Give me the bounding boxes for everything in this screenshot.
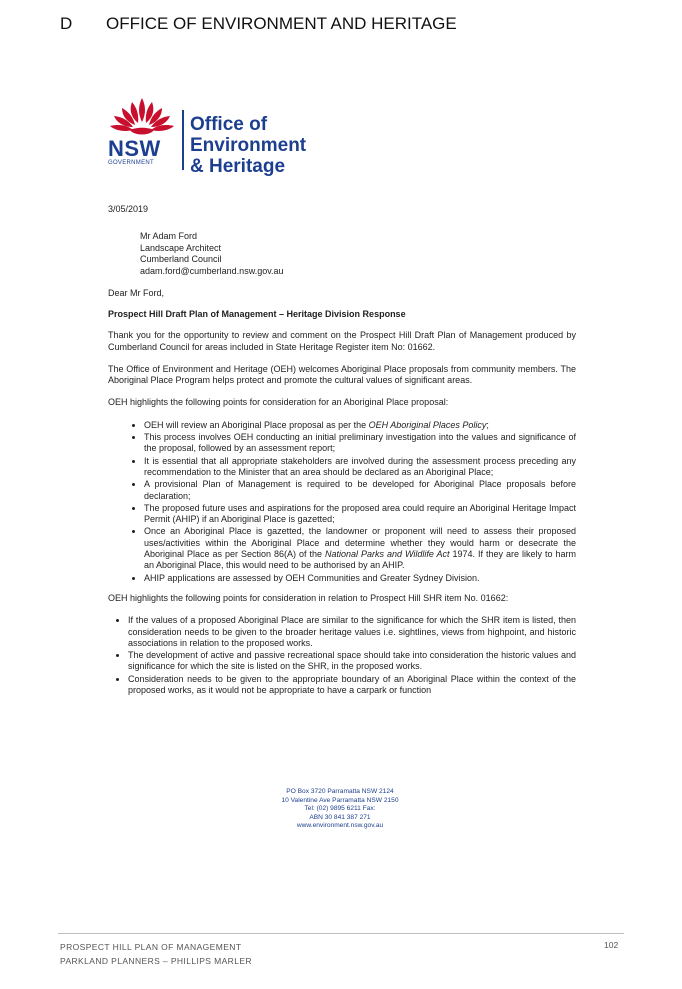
section-header: D OFFICE OF ENVIRONMENT AND HERITAGE xyxy=(60,14,457,34)
recipient-address: Mr Adam Ford Landscape Architect Cumberl… xyxy=(140,231,576,277)
list-item: It is essential that all appropriate sta… xyxy=(144,456,576,479)
list-item: AHIP applications are assessed by OEH Co… xyxy=(144,573,576,584)
website: www.environment.nsw.gov.au xyxy=(296,822,384,830)
paragraph-3: OEH highlights the following points for … xyxy=(108,397,449,408)
recipient-name: Mr Adam Ford xyxy=(140,231,198,242)
list-item: Consideration needs to be given to the a… xyxy=(128,674,576,697)
recipient-email: adam.ford@cumberland.nsw.gov.au xyxy=(140,266,284,277)
list-item: A provisional Plan of Management is requ… xyxy=(144,479,576,502)
list-item: This process involves OEH conducting an … xyxy=(144,432,576,455)
section-title: OFFICE OF ENVIRONMENT AND HERITAGE xyxy=(106,14,457,33)
agency-name-line2: Environment xyxy=(190,135,307,156)
letter-subject: Prospect Hill Draft Plan of Management –… xyxy=(108,308,406,319)
recipient-title: Landscape Architect xyxy=(140,242,222,253)
oeh-logo: NSW GOVERNMENT Office of Environment & H… xyxy=(106,96,326,177)
logo-divider xyxy=(182,110,184,170)
agency-name: Office of Environment & Heritage xyxy=(190,114,306,177)
list-item: The proposed future uses and aspirations… xyxy=(144,503,576,526)
letter-date: 3/05/2019 xyxy=(108,204,149,214)
footer-document-info: PROSPECT HILL PLAN OF MANAGEMENT PARKLAN… xyxy=(60,940,252,968)
paragraph-4: OEH highlights the following points for … xyxy=(108,592,509,603)
phone-fax: Tel: (02) 9895 6211 Fax: xyxy=(304,805,376,813)
list-item: If the values of a proposed Aboriginal P… xyxy=(128,615,576,649)
postal-address: PO Box 3720 Parramatta NSW 2124 xyxy=(286,788,394,795)
letter-body: 3/05/2019 Mr Adam Ford Landscape Archite… xyxy=(108,204,576,705)
nsw-wordmark: NSW xyxy=(108,136,161,161)
salutation: Dear Mr Ford, xyxy=(108,287,165,298)
footer-divider xyxy=(58,933,624,934)
section-letter: D xyxy=(60,14,73,33)
abn: ABN 30 841 387 271 xyxy=(309,813,371,821)
shr-points: If the values of a proposed Aboriginal P… xyxy=(108,615,576,696)
aboriginal-place-points: OEH will review an Aboriginal Place prop… xyxy=(108,420,576,584)
list-item: Once an Aboriginal Place is gazetted, th… xyxy=(144,526,576,571)
waratah-icon xyxy=(110,98,174,135)
recipient-organisation: Cumberland Council xyxy=(140,254,222,265)
agency-name-line1: Office of xyxy=(190,114,268,135)
footer-authors: PARKLAND PLANNERS – PHILLIPS MARLER xyxy=(60,956,252,966)
act-title: National Parks and Wildlife Act xyxy=(324,549,450,560)
paragraph-2: The Office of Environment and Heritage (… xyxy=(108,363,576,386)
policy-title: OEH Aboriginal Places Policy xyxy=(368,419,487,430)
letterhead-contact: PO Box 3720 Parramatta NSW 2124 10 Valen… xyxy=(240,788,440,831)
agency-name-line3: & Heritage xyxy=(190,156,286,177)
street-address: 10 Valentine Ave Parramatta NSW 2150 xyxy=(281,796,399,804)
footer-document-title: PROSPECT HILL PLAN OF MANAGEMENT xyxy=(60,942,242,952)
list-item: The development of active and passive re… xyxy=(128,650,576,673)
paragraph-1: Thank you for the opportunity to review … xyxy=(108,330,576,352)
page-number: 102 xyxy=(604,940,619,950)
government-label: GOVERNMENT xyxy=(108,160,155,166)
list-item: OEH will review an Aboriginal Place prop… xyxy=(144,420,576,431)
